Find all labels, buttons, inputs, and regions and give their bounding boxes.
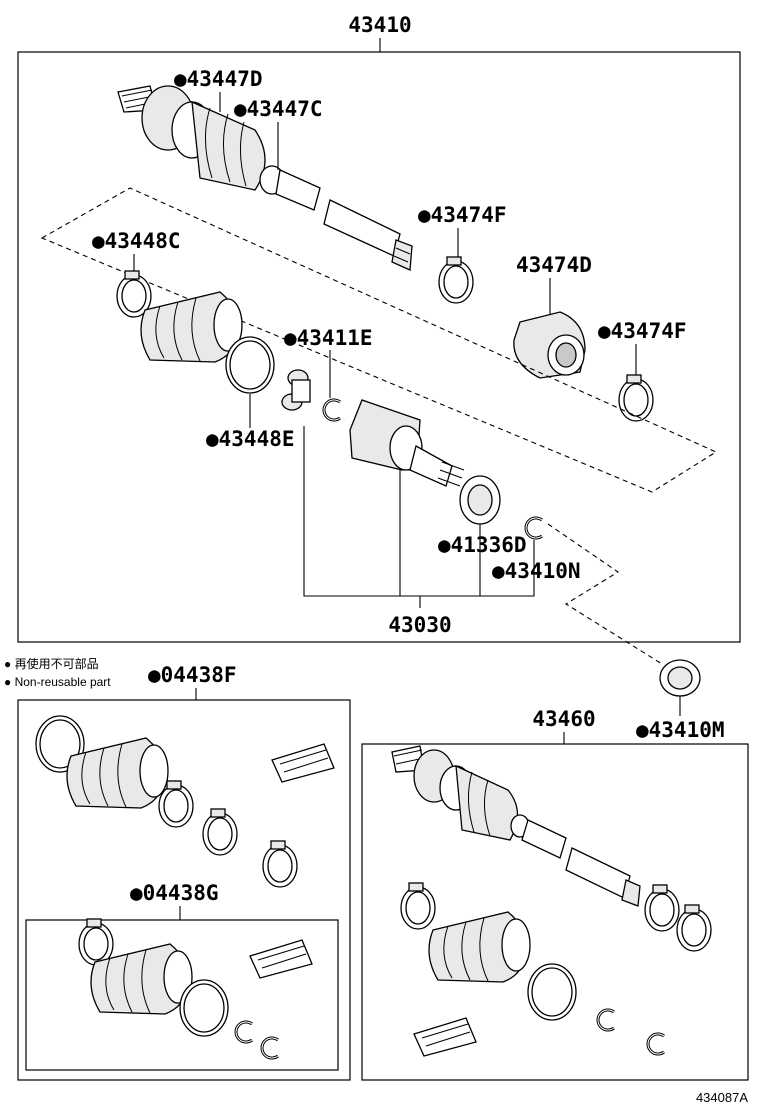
bearing-43410M: ●43410M — [636, 659, 725, 742]
dashed-leader-43410M — [547, 523, 663, 665]
kit-f-clamp-3 — [262, 840, 298, 888]
clamp-43460-c — [400, 882, 436, 930]
label-43410: 43410 — [348, 13, 411, 37]
legend: ● 再使用不可部品 ● Non-reusable part — [4, 656, 111, 689]
clamp-43474F-b — [618, 374, 654, 422]
kit-g-snap-1 — [234, 1020, 254, 1044]
shaft-43460 — [391, 745, 641, 907]
label-04438G: ●04438G — [130, 881, 219, 905]
assembly-43410: 43410 ●43447D ●43447C ●43474F 43474D — [17, 13, 741, 665]
tripod-joint — [281, 369, 311, 411]
label-43030: 43030 — [388, 613, 451, 637]
label-43448C: ●43448C — [92, 229, 181, 253]
kit-f-clamp-2 — [202, 808, 238, 856]
label-43447D: ●43447D — [174, 67, 263, 91]
grease-43460 — [413, 1017, 477, 1057]
clamp-43460-a — [644, 884, 680, 932]
kit-04438F: ●04438F ●04438G — [17, 663, 351, 1081]
label-41336D: ●41336D — [438, 533, 527, 557]
kit-g-clamp — [78, 918, 114, 966]
label-43410M: ●43410M — [636, 718, 725, 742]
box-43460 — [361, 743, 749, 1081]
kit-g-grease-pack — [249, 939, 313, 979]
box-04438G — [25, 919, 339, 1071]
clamp-43460-b — [676, 904, 712, 952]
ring-43448E — [225, 336, 275, 394]
seal-41336D — [459, 475, 501, 525]
kit-f-grease-pack — [271, 743, 335, 783]
label-43410N: ●43410N — [492, 559, 581, 583]
boot-43460 — [428, 911, 531, 983]
damper-43474D — [513, 311, 586, 379]
legend-ja: ● 再使用不可部品 — [4, 656, 99, 671]
kit-g-ring — [179, 979, 229, 1037]
snap-43460-b — [646, 1032, 666, 1056]
assembly-43460: 43460 — [361, 707, 749, 1081]
ring-43460 — [527, 963, 577, 1021]
label-43474F-b: ●43474F — [598, 319, 687, 343]
label-43448E: ●43448E — [206, 427, 295, 451]
boot-inner — [140, 291, 243, 363]
inner-joint-housing — [349, 399, 465, 487]
figure-id: 434087A — [696, 1090, 748, 1105]
snap-ring-43410N — [524, 516, 544, 540]
dashed-kit-outline — [40, 187, 718, 493]
snap-43460-a — [596, 1008, 616, 1032]
label-43411E: ●43411E — [284, 326, 373, 350]
box-04438F — [17, 699, 351, 1081]
snap-ring-43411E — [322, 398, 342, 422]
label-43460: 43460 — [532, 707, 595, 731]
label-43474D: 43474D — [516, 253, 592, 277]
box-43410 — [17, 51, 741, 643]
label-43447C: ●43447C — [234, 97, 323, 121]
outer-joint-shaft — [117, 85, 413, 271]
clamp-43474F-a — [438, 256, 474, 304]
kit-g-snap-2 — [260, 1036, 280, 1060]
label-04438F: ●04438F — [148, 663, 237, 687]
label-43474F-a: ●43474F — [418, 203, 507, 227]
legend-en: ● Non-reusable part — [4, 675, 111, 689]
